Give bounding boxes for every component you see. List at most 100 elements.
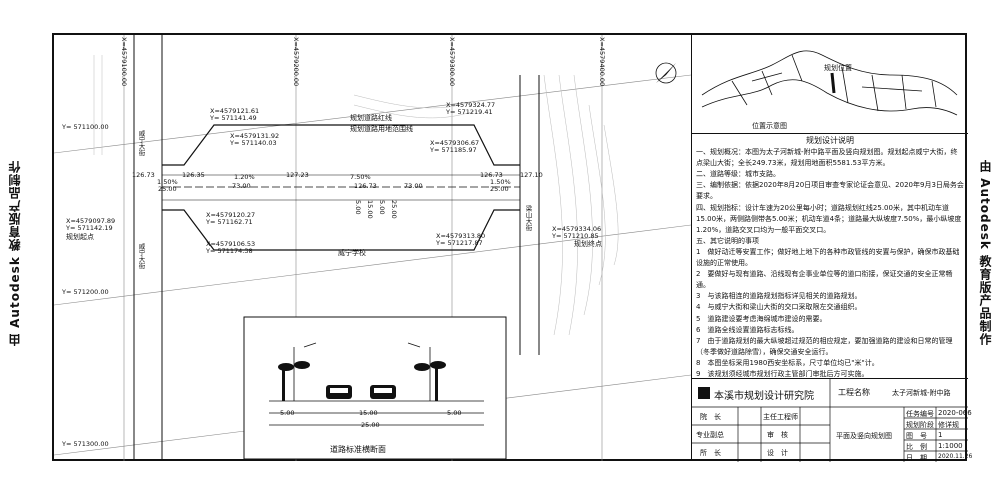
- dim: 5.00: [354, 200, 362, 215]
- field-value: 1:1000: [938, 442, 963, 450]
- note-line: 6 道路全线设置道路标志标线。: [696, 325, 799, 334]
- role: 院 长: [700, 413, 721, 421]
- coord: Y= 571210.85: [552, 232, 599, 240]
- grid-x4: X=4579400.00: [598, 37, 606, 87]
- field-value: 2020.11.26: [938, 453, 973, 460]
- end-label: 规划终点: [574, 240, 602, 248]
- grid-y3: Y= 571300.00: [62, 440, 109, 448]
- coord: Y= 571217.87: [436, 239, 483, 247]
- note-line: 四、规划指标：设计车速为20公里每小时；道路规划红线25.00米，其中机动车道1…: [696, 203, 962, 234]
- dim: 73.00: [232, 182, 251, 190]
- dim: 1.50%: [157, 178, 178, 186]
- dim: 25.00: [490, 185, 509, 193]
- coord: X=4579131.92: [230, 132, 280, 140]
- field-key: 任务编号: [906, 410, 934, 418]
- dim: 126.73: [480, 171, 503, 179]
- grid-x3: X=4579300.00: [448, 37, 456, 87]
- role: 审 核: [767, 431, 788, 439]
- road-red-line-label: 规划道路红线: [350, 114, 392, 122]
- watermark-left: 由 Autodesk 教育版产品制作: [8, 160, 22, 347]
- land-line-label: 规划道路用地范围线: [350, 125, 413, 133]
- grid-y1: Y= 571100.00: [62, 123, 109, 131]
- note-line: 一、规划概况：本图为太子河新城-附中路平面及竖向规划图。规划起点威宁大街，终点梁…: [696, 148, 958, 168]
- coord: Y= 571174.38: [206, 247, 253, 255]
- dim: 126.73: [132, 171, 155, 179]
- field-key: 图 号: [906, 432, 927, 440]
- field-value: 1: [938, 431, 943, 439]
- note-line: 2 要做好与现有道路、沿线现有企事业单位等的道口衔接，保证交通的安全正常畅通。: [696, 270, 953, 290]
- watermark-right: 由 Autodesk 教育版产品制作: [978, 160, 992, 347]
- project-label: 工程名称: [838, 388, 870, 397]
- role: 所 长: [700, 449, 721, 457]
- coord: Y= 571140.03: [230, 139, 277, 147]
- dim: 25.00: [390, 200, 398, 219]
- dim: 25.00: [158, 185, 177, 193]
- field-value: 修详规: [938, 421, 959, 429]
- dim: 7.50%: [350, 173, 371, 181]
- project-name: 太子河新城-附中路: [892, 389, 951, 397]
- role: 设 计: [767, 449, 788, 457]
- dim: 5.00: [378, 200, 386, 215]
- note-line: 五、其它说明的事项: [696, 236, 759, 245]
- dim: 15.00: [366, 200, 374, 219]
- east-street-label: 梁山大街: [524, 205, 532, 231]
- title-block: 本溪市规划设计研究院 工程名称 太子河新城-附中路 平面及竖向规划图 院 长 专…: [692, 378, 972, 462]
- note-line: 5 道路建设要考虑海绵城市建设的需要。: [696, 314, 827, 323]
- section-dim-mid: 15.00: [359, 409, 378, 417]
- section-title: 道路标准横断面: [330, 445, 386, 454]
- coord: X=4579097.89: [66, 217, 116, 225]
- grid-x1: X=4579100.00: [120, 37, 128, 87]
- grid-x2: X=4579200.00: [292, 37, 300, 87]
- drawing-name: 平面及竖向规划图: [836, 432, 892, 440]
- note-line: 9 该规划须经城市规划行政主管部门审批后方可实施。: [696, 369, 869, 378]
- right-panel: 规划位置 位置示意图 规划设计说明 一、规划概况：本图为太子河新城-附中路平面及…: [691, 35, 972, 462]
- coord: Y= 571185.97: [430, 146, 477, 154]
- dim: 126.73: [354, 182, 377, 190]
- coord: X=4579106.53: [206, 240, 256, 248]
- dim: 127.10: [520, 171, 543, 179]
- coord: X=4579306.67: [430, 139, 480, 147]
- field-value: 2020-066: [938, 409, 972, 417]
- location-map: 规划位置 位置示意图: [692, 35, 968, 134]
- note-line: 8 本图坐标采用1980西安坐标系，尺寸单位均已"米"计。: [696, 358, 879, 367]
- dim: 73.00: [404, 182, 423, 190]
- note-line: 三、编制依据：依据2020年8月20日项目审查专家论证会意见、2020年9月3日…: [696, 181, 964, 201]
- section-dim-total: 25.00: [361, 421, 380, 429]
- coord: Y= 571142.19: [66, 224, 113, 232]
- dim: 127.23: [286, 171, 309, 179]
- institute-name: 本溪市规划设计研究院: [714, 391, 814, 402]
- west-street-label: 威宁大街: [137, 130, 145, 156]
- coord: X=4579324.77: [446, 101, 496, 109]
- coord: X=4579334.06: [552, 225, 602, 233]
- planned-location-label: 规划位置: [824, 64, 852, 72]
- west-street-label-2: 威宁大街: [137, 243, 145, 269]
- field-key: 规划阶段: [906, 421, 934, 429]
- dim: 1.50%: [490, 178, 511, 186]
- design-notes: 规划设计说明 一、规划概况：本图为太子河新城-附中路平面及竖向规划图。规划起点威…: [696, 135, 964, 380]
- note-line: 二、道路等级：城市支路。: [696, 170, 780, 179]
- coord: X=4579120.27: [206, 211, 256, 219]
- section-dim-right: 5.00: [447, 409, 462, 417]
- note-line: 3 与该路相连的道路规划指标详见相关的道路规划。: [696, 292, 862, 301]
- start-label: 规划起点: [66, 233, 94, 241]
- notes-title: 规划设计说明: [806, 136, 854, 145]
- note-line: 7 由于道路规划的最大纵坡超过规范的相应规定，要加强道路的建设和日常的管理（冬季…: [696, 336, 953, 356]
- coord: Y= 571219.41: [446, 108, 493, 116]
- coord: X=4579121.61: [210, 107, 260, 115]
- field-key: 比 例: [906, 443, 927, 451]
- field-key: 日 期: [906, 454, 927, 462]
- grid-y2: Y= 571200.00: [62, 288, 109, 296]
- role: 主任工程师: [763, 413, 798, 421]
- drawing-sheet: 规划道路红线 规划道路用地范围线 规划起点 规划终点 威宁学校 威宁大街 威宁大…: [52, 33, 972, 462]
- section-dim-left: 5.00: [280, 409, 295, 417]
- school-label: 威宁学校: [338, 249, 366, 257]
- dim: 126.35: [182, 171, 205, 179]
- coord: Y= 571141.49: [210, 114, 257, 122]
- location-map-caption: 位置示意图: [752, 122, 787, 130]
- note-line: 1 做好动迁等安置工作；做好地上地下的各种市政管线的安置与保护，确保市政基础设施…: [696, 247, 960, 268]
- coord: Y= 571162.71: [206, 218, 253, 226]
- dim: 1.20%: [234, 173, 255, 181]
- road-plan-drawing: [54, 35, 691, 461]
- note-line: 4 与威宁大街和梁山大街的交口采取限左交通组织。: [696, 303, 862, 312]
- role: 专业副总: [696, 431, 724, 439]
